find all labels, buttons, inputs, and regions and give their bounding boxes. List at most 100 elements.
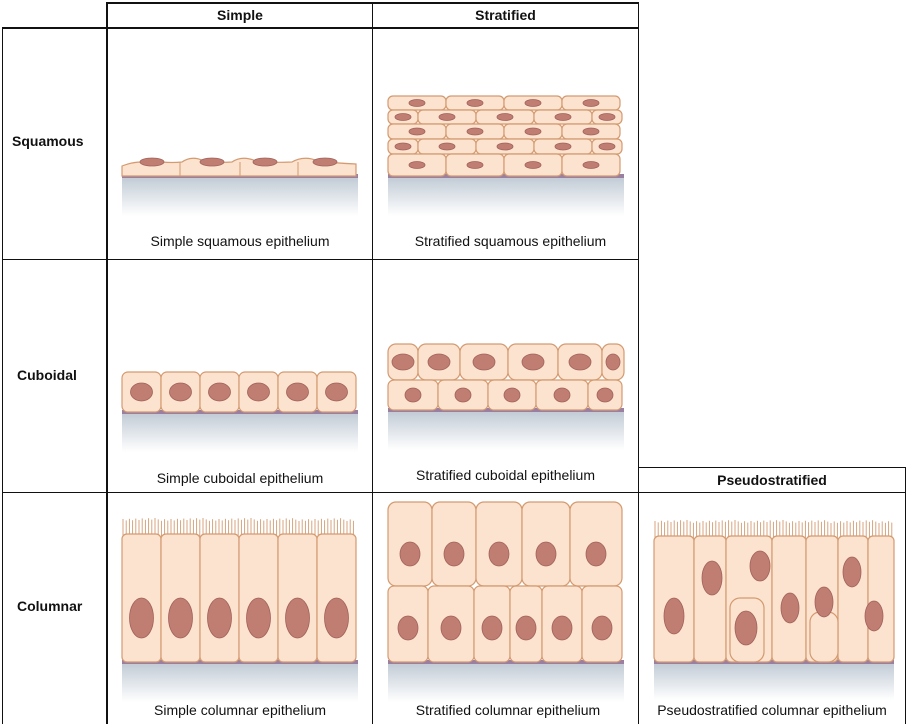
connective-tissue: [122, 412, 358, 452]
nucleus: [591, 615, 613, 641]
nucleus: [864, 600, 884, 632]
nucleus: [701, 560, 723, 596]
nucleus: [524, 127, 542, 136]
nucleus: [169, 382, 192, 402]
grid-line: [372, 2, 373, 724]
nucleus: [582, 99, 600, 107]
nucleus: [399, 541, 421, 567]
nucleus: [208, 382, 231, 402]
nucleus: [285, 597, 310, 639]
basement-membrane: [388, 174, 624, 178]
nucleus: [443, 541, 465, 567]
grid-line: [2, 27, 639, 29]
cell: [867, 535, 895, 663]
nucleus: [394, 113, 412, 121]
nucleus: [168, 597, 193, 639]
nucleus: [749, 550, 771, 582]
nucleus: [488, 541, 510, 567]
grid-line: [106, 2, 108, 724]
caption-stratified-cuboidal: Stratified cuboidal epithelium: [416, 467, 595, 483]
nucleus: [438, 113, 456, 121]
caption-simple-columnar: Simple columnar epithelium: [154, 702, 326, 718]
basement-membrane: [122, 410, 358, 414]
nucleus: [454, 387, 472, 403]
nucleus: [207, 597, 232, 639]
nucleus: [496, 113, 514, 121]
stratified-squamous-illustration: [387, 95, 624, 216]
nucleus: [568, 353, 592, 371]
nucleus: [734, 610, 758, 646]
nucleus: [246, 597, 271, 639]
caption-simple-squamous: Simple squamous epithelium: [150, 233, 330, 249]
column-header-simple: Simple: [217, 7, 263, 23]
caption-stratified-columnar: Stratified columnar epithelium: [415, 702, 601, 718]
nucleus: [582, 161, 600, 169]
pseudostratified-columnar-illustration: [653, 520, 895, 700]
nucleus: [408, 127, 426, 136]
nucleus: [397, 615, 419, 641]
caption-simple-cuboidal: Simple cuboidal epithelium: [156, 470, 324, 486]
column-header-stratified: Stratified: [475, 7, 536, 23]
connective-tissue: [388, 662, 624, 702]
basement-membrane: [654, 660, 894, 664]
nucleus: [247, 382, 270, 402]
simple-squamous-illustration: [121, 157, 358, 216]
nucleus: [404, 387, 422, 403]
nucleus: [814, 586, 834, 618]
nucleus: [598, 142, 616, 151]
connective-tissue: [654, 662, 894, 700]
basement-membrane: [122, 660, 358, 664]
connective-tissue: [388, 410, 624, 450]
nucleus: [524, 99, 542, 107]
nucleus: [515, 615, 537, 641]
connective-tissue: [122, 662, 358, 702]
nucleus: [535, 541, 557, 567]
nucleus: [496, 142, 514, 151]
nucleus: [521, 353, 545, 371]
grid-line: [638, 2, 639, 724]
nucleus: [466, 99, 484, 107]
nucleus: [325, 382, 348, 402]
column-header-pseudostratified: Pseudostratified: [717, 472, 827, 488]
nucleus: [524, 161, 542, 169]
nucleus: [554, 142, 572, 151]
nucleus: [408, 161, 426, 169]
stratified-cuboidal-illustration: [387, 343, 625, 450]
cell: [837, 535, 869, 663]
nucleus: [199, 157, 225, 167]
caption-pseudostratified-columnar: Pseudostratified columnar epithelium: [657, 702, 887, 718]
cell: [693, 535, 727, 663]
nucleus: [663, 597, 685, 635]
grid-line: [2, 259, 639, 260]
nucleus: [139, 157, 165, 167]
simple-cuboidal-illustration: [121, 371, 358, 452]
nucleus: [582, 127, 600, 136]
nucleus: [553, 387, 571, 403]
nucleus: [440, 615, 462, 641]
row-label-squamous: Squamous: [12, 133, 84, 149]
nucleus: [472, 353, 496, 371]
nucleus: [130, 382, 153, 402]
nucleus: [408, 99, 426, 107]
nucleus: [598, 113, 616, 121]
cell: [809, 611, 839, 663]
connective-tissue: [388, 176, 624, 216]
row-label-columnar: Columnar: [17, 598, 83, 614]
nucleus: [551, 615, 573, 641]
nucleus: [427, 353, 451, 371]
nucleus: [481, 615, 503, 641]
nucleus: [466, 161, 484, 169]
nucleus: [394, 142, 412, 151]
nucleus: [129, 597, 154, 639]
nucleus: [286, 382, 309, 402]
nucleus: [503, 387, 521, 403]
nucleus: [466, 127, 484, 136]
connective-tissue: [122, 176, 358, 216]
nucleus: [554, 113, 572, 121]
nucleus: [596, 387, 614, 403]
nucleus: [605, 353, 621, 371]
row-label-cuboidal: Cuboidal: [17, 367, 77, 383]
nucleus: [324, 597, 349, 639]
stratified-columnar-illustration: [387, 501, 624, 702]
